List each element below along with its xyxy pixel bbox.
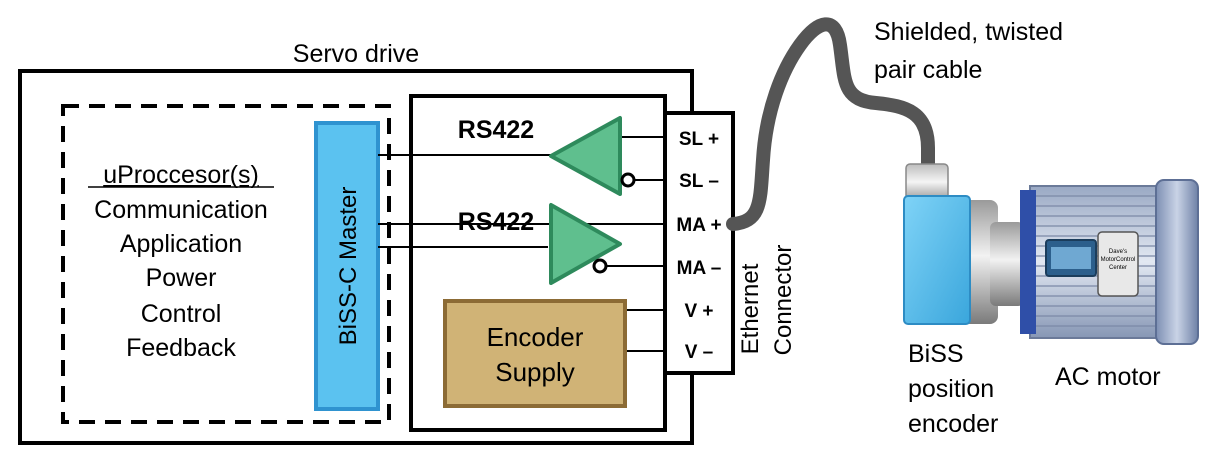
nameplate-line3: Center bbox=[1109, 265, 1127, 271]
motor-illustration: Dave's MotorControl Center bbox=[962, 179, 1199, 345]
rs422-label-2: RS422 bbox=[458, 208, 534, 236]
biss-c-master-label: BiSS-C Master bbox=[335, 187, 362, 346]
pin-ma-plus: MA + bbox=[676, 215, 721, 236]
pin-v-plus: V + bbox=[684, 301, 713, 322]
motor-nameplate bbox=[1097, 231, 1139, 297]
function-feedback: Feedback bbox=[126, 334, 236, 362]
rs422-receiver-triangle bbox=[549, 203, 622, 285]
pin-sl-minus: SL – bbox=[679, 171, 719, 192]
motor-label: AC motor bbox=[1055, 363, 1161, 391]
motor-rear-cap bbox=[1155, 179, 1199, 345]
ma-minus-inversion-bubble bbox=[592, 258, 608, 274]
encoder-supply-line2: Supply bbox=[495, 357, 575, 387]
sl-minus-inversion-bubble bbox=[620, 172, 636, 188]
nameplate-line1: Dave's bbox=[1109, 249, 1127, 255]
function-power: Power bbox=[146, 264, 217, 292]
pin-labels: SL + SL – MA + MA – V + V – bbox=[676, 129, 721, 363]
processor-text-group: uProccesor(s) Communication Application … bbox=[88, 161, 274, 362]
encoder-supply-line1: Encoder bbox=[487, 322, 584, 352]
connector-label-line1: Ethernet bbox=[737, 263, 764, 354]
pin-ma-minus: MA – bbox=[677, 258, 722, 279]
biss-c-master-block bbox=[314, 121, 380, 411]
servo-drive-title: Servo drive bbox=[293, 40, 419, 68]
encoder-module bbox=[903, 163, 971, 325]
processor-heading: uProccesor(s) bbox=[103, 161, 259, 189]
function-communication: Communication bbox=[94, 196, 268, 224]
encoder-coupling-2 bbox=[990, 222, 1024, 306]
rs422-transmitter-triangle bbox=[549, 116, 622, 196]
rs422-label-1: RS422 bbox=[458, 116, 534, 144]
encoder-supply-block bbox=[443, 299, 627, 408]
processor-dashed-box bbox=[61, 104, 391, 424]
pin-sl-plus: SL + bbox=[679, 129, 719, 150]
encoder-label-line3: encoder bbox=[908, 410, 998, 438]
shielded-cable bbox=[726, 17, 935, 231]
function-application: Application bbox=[120, 230, 242, 258]
encoder-label-line1: BiSS bbox=[908, 340, 964, 368]
nameplate-line2: MotorControl bbox=[1101, 257, 1136, 263]
function-control: Control bbox=[141, 300, 222, 328]
connector-pin-column bbox=[663, 111, 735, 375]
cable-label-line2: pair cable bbox=[874, 56, 982, 84]
encoder-label-line2: position bbox=[908, 375, 994, 403]
encoder-body bbox=[903, 195, 971, 325]
pin-v-minus: V – bbox=[685, 342, 714, 363]
motor-terminal-window bbox=[1051, 247, 1091, 269]
motor-flange bbox=[1020, 190, 1036, 334]
encoder-cable-plug bbox=[905, 163, 949, 201]
cable-label-line1: Shielded, twisted bbox=[874, 18, 1063, 46]
connector-label-line2: Connector bbox=[770, 245, 797, 356]
